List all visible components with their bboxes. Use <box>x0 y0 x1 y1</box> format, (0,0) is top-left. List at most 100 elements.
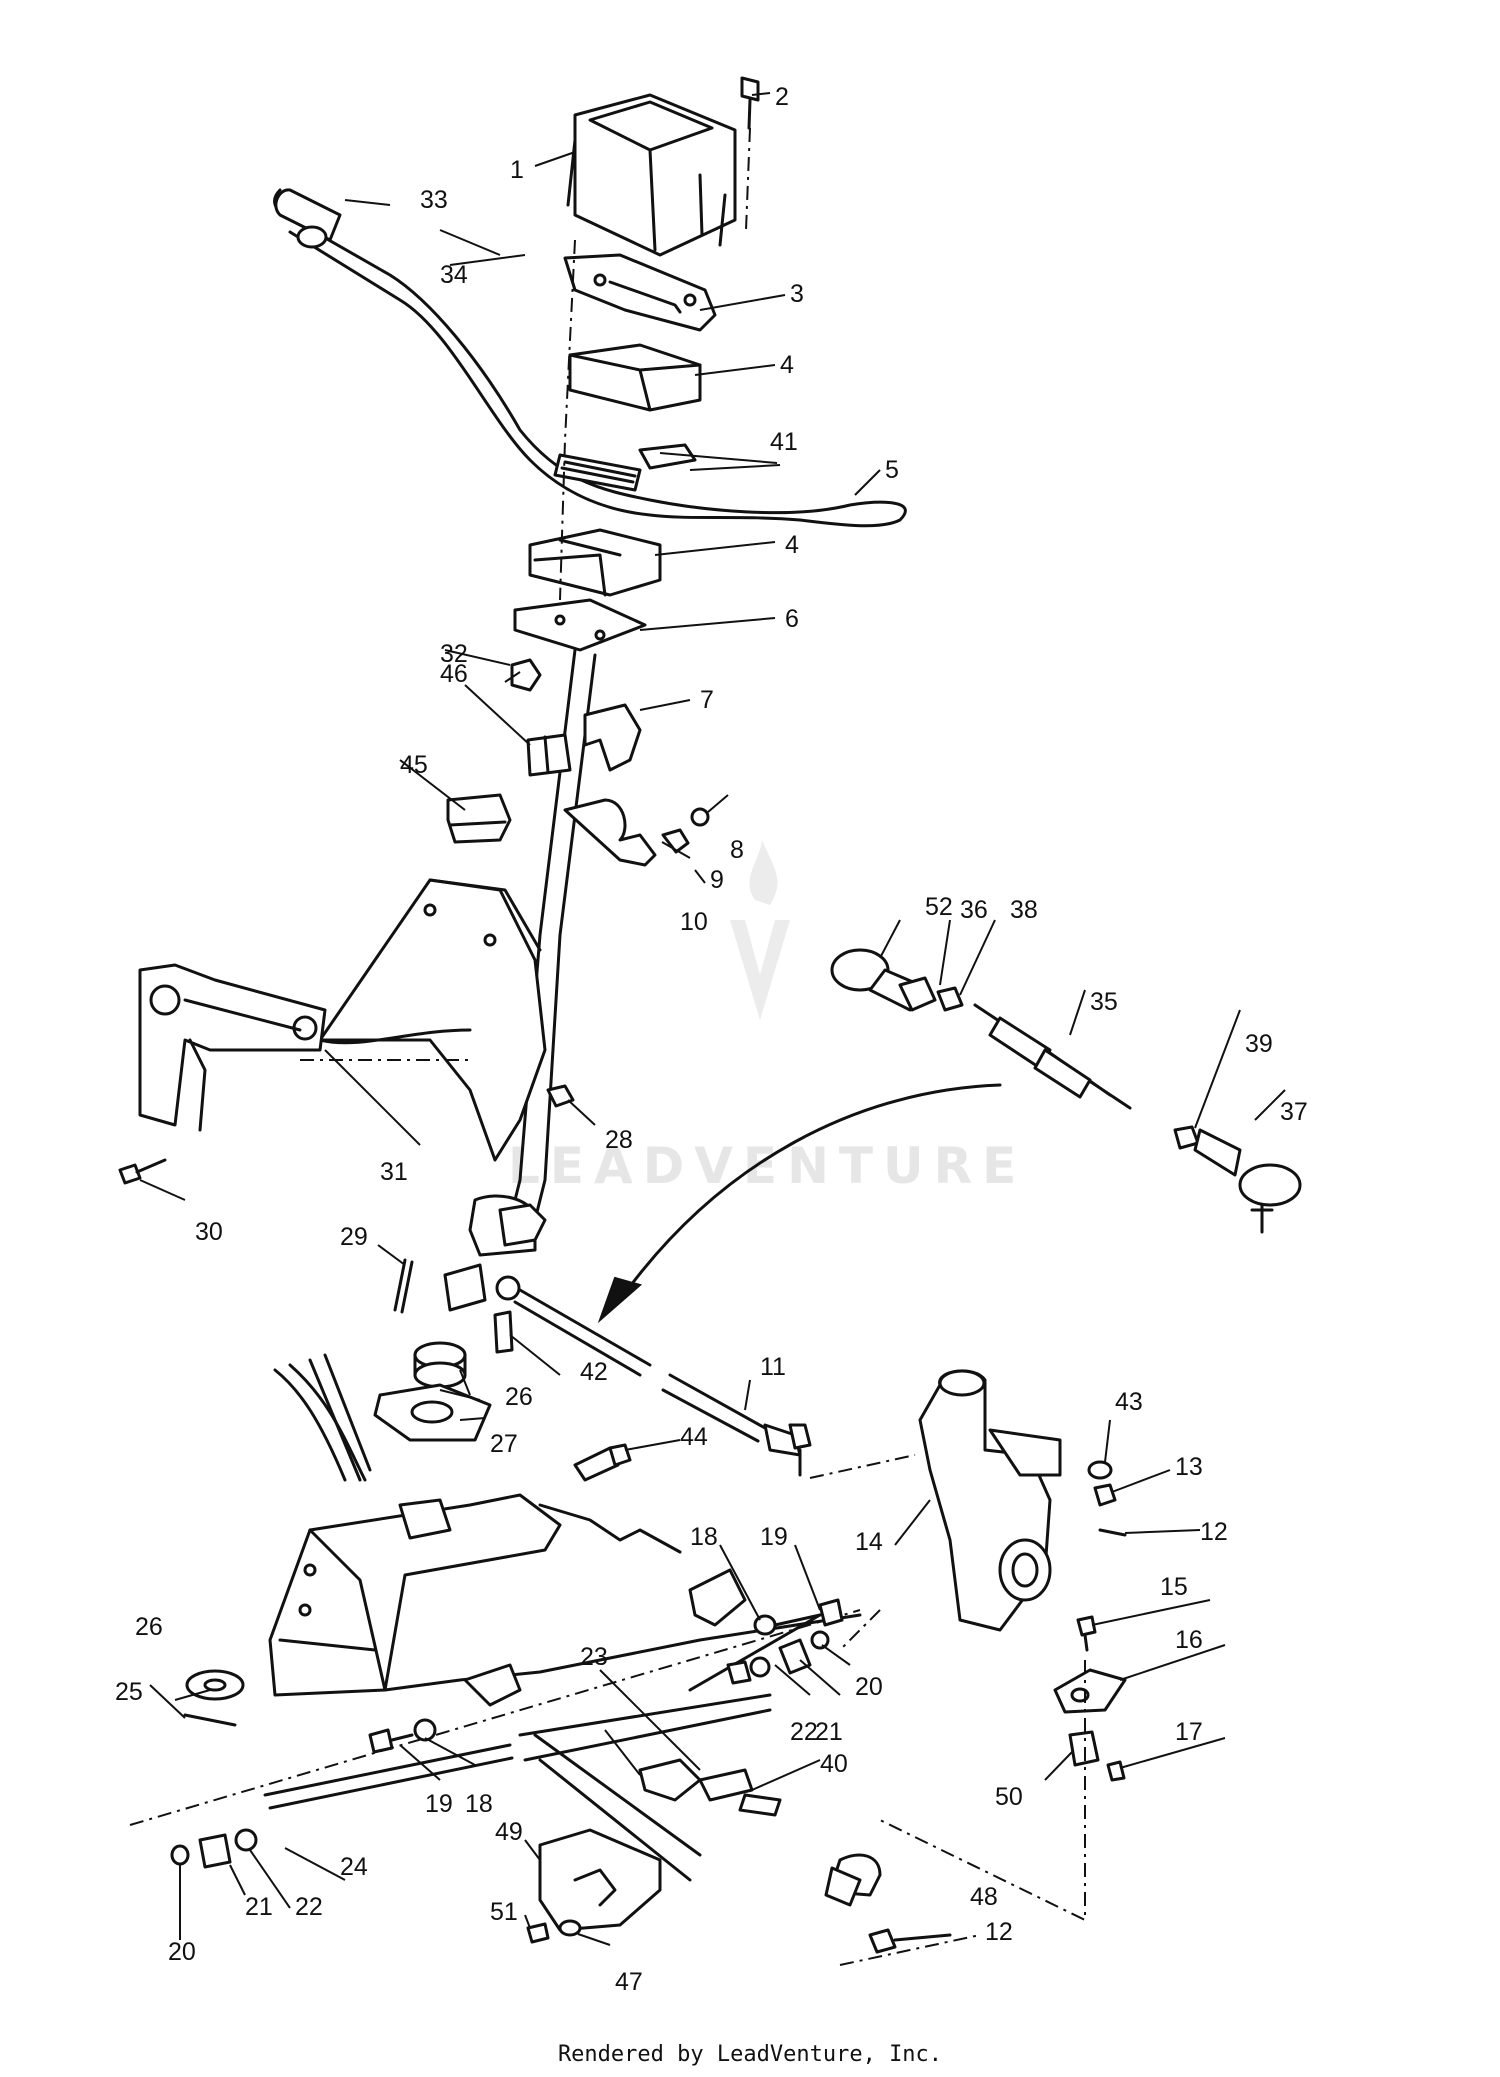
callout-label: 2 <box>775 83 789 111</box>
callout-label: 30 <box>195 1218 223 1246</box>
callout-label: 3 <box>790 280 804 308</box>
callout-label: 24 <box>340 1853 368 1881</box>
callout-label: 19 <box>425 1790 453 1818</box>
footer-credit: Rendered by LeadVenture, Inc. <box>557 2042 943 2067</box>
callout-label: 42 <box>580 1358 608 1386</box>
callout-label: 43 <box>1115 1388 1143 1416</box>
callout-label: 5 <box>885 456 899 484</box>
callout-leaders <box>139 92 1286 1946</box>
callout-label: 39 <box>1245 1030 1273 1058</box>
bracket-49 <box>538 1828 662 1932</box>
bolt-washer-47-51 <box>526 1919 582 1944</box>
callout-label: 15 <box>1160 1573 1188 1601</box>
callout-label: 51 <box>490 1898 518 1926</box>
callout-label: 38 <box>1010 896 1038 924</box>
callout-label: 32 <box>440 640 468 668</box>
callout-label: 28 <box>605 1126 633 1154</box>
callout-label: 17 <box>1175 1718 1203 1746</box>
callout-label: 48 <box>970 1883 998 1911</box>
callout-label: 19 <box>760 1523 788 1551</box>
callout-label: 4 <box>780 351 794 379</box>
bolt-washer-18-19 <box>368 1598 844 1754</box>
nut-48 <box>839 1928 981 1966</box>
column-plate <box>513 598 647 652</box>
callout-label: 12 <box>1200 1518 1228 1546</box>
nut-28 <box>546 1084 575 1108</box>
callout-label: 34 <box>440 261 468 289</box>
callout-label: 7 <box>700 686 714 714</box>
watermark-text: LEADVENTURE <box>508 1137 1026 1195</box>
callout-label: 49 <box>495 1818 523 1846</box>
callout-label: 33 <box>420 186 448 214</box>
callout-label: 26 <box>135 1613 163 1641</box>
callout-label: 13 <box>1175 1453 1203 1481</box>
callout-label: 31 <box>380 1158 408 1186</box>
bushing-46 <box>526 733 572 777</box>
callout-labels: 1 2 3 4 4 5 6 7 8 9 10 11 12 12 13 14 15… <box>115 83 1308 1996</box>
washer-nut-8-9 <box>661 794 729 854</box>
callout-label: 20 <box>855 1673 883 1701</box>
bushing-45 <box>446 793 512 844</box>
callout-label: 10 <box>680 908 708 936</box>
callout-label: 14 <box>855 1528 883 1556</box>
direction-arrow <box>597 1083 1002 1324</box>
nut-washer-13-43 <box>1087 1460 1127 1537</box>
clamp-block-lower <box>528 528 662 597</box>
callout-label: 47 <box>615 1968 643 1996</box>
spindle-14 <box>809 1369 1062 1632</box>
callout-label: 22 <box>295 1893 323 1921</box>
callout-label: 22 <box>790 1718 818 1746</box>
callout-label: 35 <box>1090 988 1118 1016</box>
handle-grip <box>274 188 342 249</box>
cotter-pin-29 <box>393 1258 414 1314</box>
callout-label: 27 <box>490 1430 518 1458</box>
bracket-31 <box>138 963 327 1132</box>
bracket-10 <box>563 798 657 867</box>
bearing-26-27 <box>373 1341 492 1442</box>
callout-label: 25 <box>115 1678 143 1706</box>
callout-label: 21 <box>815 1718 843 1746</box>
pivot-bushings <box>726 1630 830 1685</box>
steering-cover <box>566 93 737 257</box>
bolt-30 <box>118 1158 167 1185</box>
spacers-20-21-22 <box>170 1828 258 1869</box>
callout-label: 26 <box>505 1383 533 1411</box>
callout-label: 1 <box>510 156 524 184</box>
callout-label: 44 <box>680 1423 708 1451</box>
nut-32 <box>510 658 542 692</box>
callout-label: 41 <box>770 428 798 456</box>
callout-label: 52 <box>925 893 953 921</box>
callout-label: 9 <box>710 866 724 894</box>
washer-cotter-25-26 <box>183 1669 245 1727</box>
callout-label: 6 <box>785 605 799 633</box>
mounting-plate <box>563 253 717 332</box>
screw <box>740 76 760 231</box>
fitting-44 <box>573 1443 632 1482</box>
callout-label: 4 <box>785 531 799 559</box>
callout-label: 40 <box>820 1750 848 1778</box>
callout-label: 16 <box>1175 1626 1203 1654</box>
axle-assembly <box>263 1613 882 1907</box>
callout-label: 36 <box>960 896 988 924</box>
callout-label: 12 <box>985 1918 1013 1946</box>
callout-label: 23 <box>580 1643 608 1671</box>
drag-link-11 <box>661 1373 812 1477</box>
callout-label: 37 <box>1280 1098 1308 1126</box>
drag-link <box>493 1275 652 1377</box>
callout-label: 45 <box>400 751 428 779</box>
king-pin-15-16-17 <box>839 1609 1127 1922</box>
steering-wheel-bar <box>273 188 907 528</box>
callout-label: 18 <box>465 1790 493 1818</box>
callout-label: 8 <box>730 836 744 864</box>
callout-label: 18 <box>690 1523 718 1551</box>
decal <box>638 443 697 470</box>
shaft-collar <box>443 1194 547 1312</box>
watermark: LEADVENTURE <box>508 840 1026 1195</box>
tie-rod-assembly <box>830 948 1302 1234</box>
callout-label: 29 <box>340 1223 368 1251</box>
callout-label: 11 <box>760 1353 786 1381</box>
callout-label: 50 <box>995 1783 1023 1811</box>
main-frame <box>129 1353 862 1826</box>
callout-label: 46 <box>440 660 468 688</box>
